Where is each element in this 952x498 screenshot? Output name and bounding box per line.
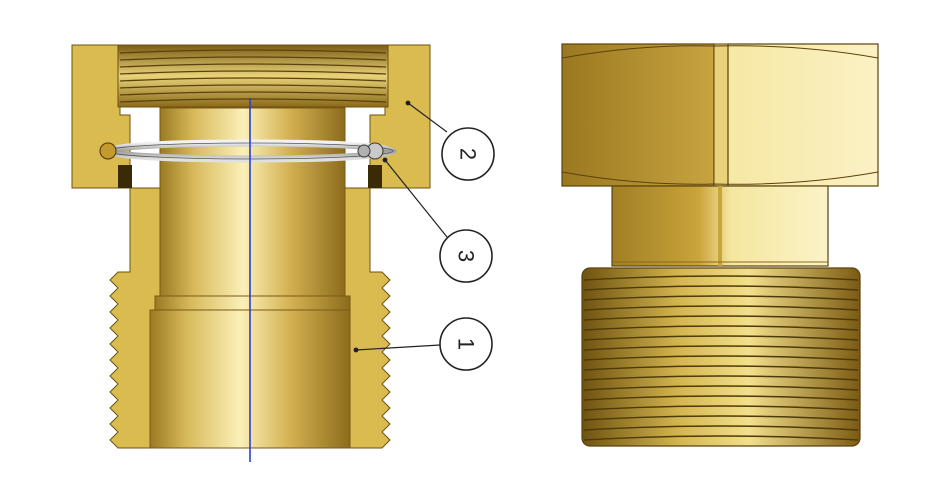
nut-thread-line: [119, 77, 387, 82]
external-thread: [581, 267, 861, 447]
bore-step: [154, 295, 351, 311]
external-thread-line: [583, 425, 859, 431]
external-thread-line: [583, 285, 859, 291]
groove-right: [368, 165, 382, 188]
nut-thread-line: [119, 98, 387, 103]
external-thread-line: [583, 275, 859, 281]
hex-nut: [561, 43, 879, 187]
groove-left: [118, 165, 132, 188]
neck: [611, 185, 829, 267]
external-thread-line: [583, 365, 859, 371]
external-thread-line: [583, 325, 859, 331]
external-thread-line: [583, 415, 859, 421]
callout-label-2: 2: [456, 148, 481, 160]
callout-circle-2: [441, 127, 495, 181]
callout-circle-1: [439, 317, 493, 371]
external-thread-line: [583, 315, 859, 321]
external-thread-line: [583, 305, 859, 311]
bore-upper: [159, 107, 346, 297]
body-section-left: [109, 187, 161, 449]
external-thread-line: [583, 375, 859, 381]
nut-thread-line: [119, 91, 387, 96]
callouts: 2 3 1: [353, 100, 495, 371]
callout-label-1: 1: [454, 338, 479, 350]
external-thread-line: [583, 335, 859, 341]
external-thread-line: [583, 295, 859, 301]
external-thread-line: [583, 385, 859, 391]
nut-internal-thread: [117, 44, 389, 108]
nut-thread-line: [119, 56, 387, 61]
callout-label-3: 3: [454, 250, 479, 262]
body-section-right: [344, 187, 391, 449]
exterior-view: [561, 43, 879, 447]
external-thread-line: [583, 405, 859, 411]
cross-section-view: [71, 44, 431, 462]
nut-thread-line: [119, 63, 387, 68]
external-thread-line: [583, 355, 859, 361]
nut-thread-line: [119, 49, 387, 54]
external-thread-line: [583, 395, 859, 401]
nut-thread-line: [119, 84, 387, 89]
callout-circle-3: [439, 229, 493, 283]
external-thread-line: [583, 345, 859, 351]
external-thread-line: [583, 435, 859, 441]
nut-thread-line: [119, 70, 387, 75]
